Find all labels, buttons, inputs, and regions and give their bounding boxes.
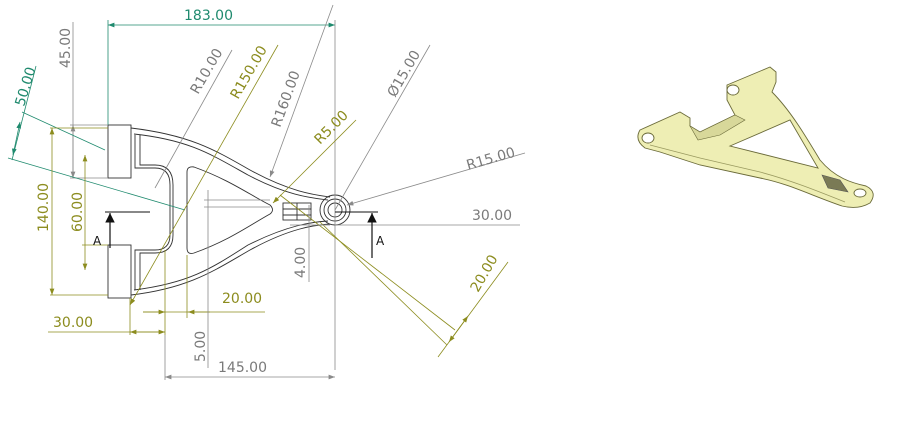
dim-small-offset: 5.00 <box>193 331 209 362</box>
dim-boss-length: 30.00 <box>53 315 93 331</box>
lower-boss <box>107 244 132 299</box>
dim-overall-width: 183.00 <box>184 8 233 24</box>
dim-inner-gap: 60.00 <box>70 192 86 232</box>
dimension-lines <box>7 4 526 380</box>
dim-arm-width: 20.00 <box>468 252 502 295</box>
part-top-view <box>107 124 351 299</box>
dim-inner-offset: 20.00 <box>222 291 262 307</box>
dim-r150: R150.00 <box>228 43 271 102</box>
dim-top-offset: 45.00 <box>58 28 74 68</box>
3d-hub-hole <box>853 188 867 198</box>
dim-hole-diameter: Ø15.00 <box>385 48 424 100</box>
dim-overall-height: 140.00 <box>36 183 52 232</box>
dim-hub-distance: 145.00 <box>218 360 267 376</box>
part-3d-view <box>637 66 874 208</box>
section-a-a: A A <box>93 211 385 258</box>
dim-rib-thickness: 4.00 <box>293 247 309 278</box>
upper-boss <box>107 124 132 179</box>
3d-right-boss-hole <box>726 84 740 96</box>
dim-boss-angle-width: 50.00 <box>13 65 40 108</box>
3d-triangle-cutout <box>728 119 819 169</box>
dimension-texts: 183.00 45.00 50.00 R10.00 R150.00 R160.0… <box>13 8 517 376</box>
dim-hub-height: 30.00 <box>472 208 512 224</box>
dim-r5: R5.00 <box>312 108 352 148</box>
3d-left-boss-hole <box>641 132 655 144</box>
section-label-left: A <box>93 234 102 248</box>
dim-r10: R10.00 <box>188 46 227 97</box>
dim-r15: R15.00 <box>465 145 517 174</box>
section-label-right: A <box>376 234 385 248</box>
